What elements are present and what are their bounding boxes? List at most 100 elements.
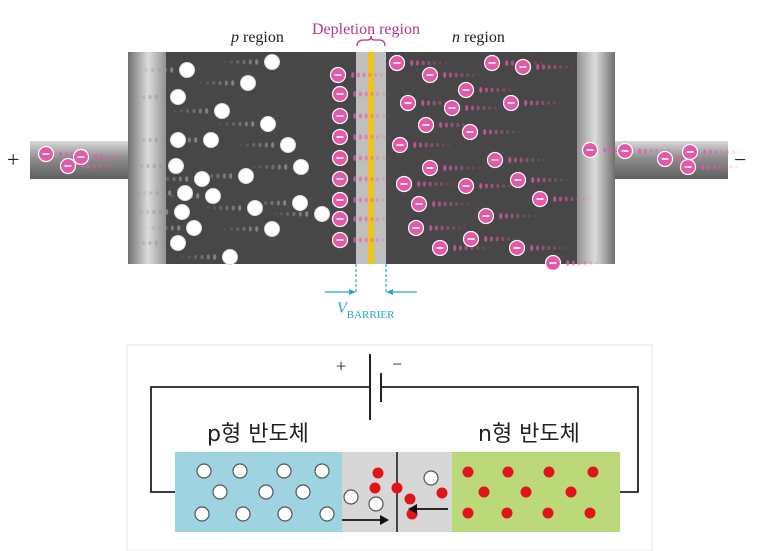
n-region-label: n region [452,29,505,46]
electron [587,466,599,478]
hole [264,221,280,237]
electron [72,148,90,166]
electron-trail [701,164,739,170]
hole [295,484,311,500]
electron [457,177,475,195]
electron [502,466,514,478]
electron [372,467,384,479]
n-type-region [452,452,620,532]
electron-trail [531,177,569,183]
electron [584,507,596,519]
electron [331,149,349,167]
electron [542,507,554,519]
hole [343,489,359,505]
electron [501,507,513,519]
hole [260,116,276,132]
electron [462,507,474,519]
hole [258,484,274,500]
hole [174,204,190,220]
electron [616,142,634,160]
holes-group [194,463,439,522]
electron-trail [553,196,591,202]
hole [214,103,230,119]
electron [531,190,549,208]
electron [443,99,461,117]
electron [565,486,577,498]
hole-trail [199,80,235,86]
hole [168,158,184,174]
hole [238,168,254,184]
electron-trail [479,87,517,93]
hole-trail [223,226,259,232]
electron [331,210,349,228]
hole-trail [219,121,255,127]
hole-trail [145,225,181,231]
hole-trail [129,94,165,100]
electron [388,54,406,72]
hole [179,62,195,78]
electron [502,94,520,112]
forward-bias-diagram: p region Depletion region n region + − V… [7,21,746,321]
electron-trail [353,237,391,243]
electron-trail [353,176,391,182]
bottom-panel-frame [126,344,653,551]
electron-trail [508,157,546,163]
hole [170,132,186,148]
hole [240,75,256,91]
electron [520,486,532,498]
electron [461,123,479,141]
negative-terminal-sign: − [734,147,746,172]
electron [462,230,480,248]
electron [477,207,495,225]
electron [329,66,347,84]
electrons-group [369,466,599,520]
hole-trail [153,176,189,182]
hole-trail [223,59,259,65]
hole [232,463,248,479]
hole [423,470,439,486]
electron-trail [432,201,470,207]
electron-trail [465,105,503,111]
electron-trail [443,165,481,171]
electron-trail [353,91,391,97]
electron-trail [429,225,467,231]
electron-trail [484,236,522,242]
n-type-label: n형 반도체 [478,422,580,447]
hole [212,484,228,500]
hole [170,235,186,251]
battery-plus-sign: + [336,356,346,376]
hole-trail [181,254,217,260]
hole-trail [252,164,288,170]
barrier-arrowhead-left [349,289,356,295]
electron-trail [703,149,741,155]
electron [391,482,403,494]
electron-trail [443,72,481,78]
barrier-arrowhead-right [386,289,393,295]
electron [581,141,599,159]
electron-trail [638,148,676,154]
electron-trail [421,100,459,106]
electron [421,159,439,177]
hole-trail [173,108,209,114]
hole [293,159,309,175]
hole [205,188,221,204]
battery-minus-sign: − [392,354,402,374]
hole [280,137,296,153]
electron [421,66,439,84]
hole [170,89,186,105]
electron [436,487,448,499]
depletion-brace [356,35,386,47]
hole [203,132,219,148]
electron [543,466,555,478]
electron [331,170,349,188]
hole-trail [129,240,165,246]
hole [186,220,202,236]
electron [369,482,381,494]
hole [314,206,330,222]
p-region-label: p region [230,29,284,46]
electron-trail [483,129,521,135]
electron [59,157,77,175]
electron [37,145,55,163]
electron [331,85,349,103]
electron [404,493,416,505]
